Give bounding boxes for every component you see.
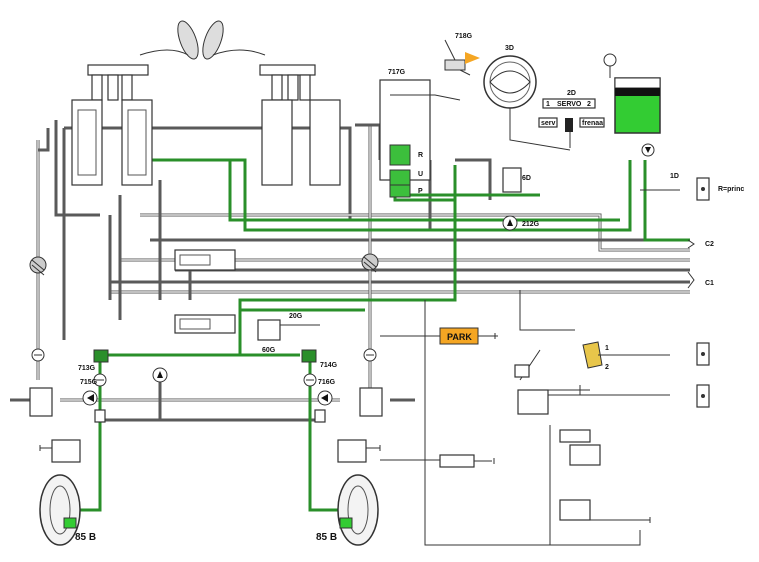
servo-selector-2d: 2D 1 SERVO 2 serv frenaa <box>538 90 605 148</box>
label-port-u: U <box>418 171 423 178</box>
gauge-icon <box>603 53 617 67</box>
switch-1d: 1D R=princ <box>640 173 744 201</box>
label-6d: 6D <box>522 175 531 182</box>
servo-label: SERVO <box>557 101 582 108</box>
label-85b-left: 85 B <box>75 532 96 543</box>
component-6d: 6D <box>502 167 531 193</box>
label-switch-2: 2 <box>605 364 609 371</box>
label-switch-1: 1 <box>605 345 609 352</box>
label-frenaa: frenaa <box>582 120 603 127</box>
label-715g: 715G <box>80 379 98 386</box>
servo-2: 2 <box>587 101 591 108</box>
master-cylinders <box>71 99 341 186</box>
gray-pipe-network <box>10 120 690 422</box>
park-indicator: PARK <box>380 327 498 345</box>
label-713g: 713G <box>78 365 96 372</box>
valves-713-716: 713G 714G 715G 716G <box>29 349 383 423</box>
switch-icon <box>582 341 603 369</box>
selector-knob-icon <box>565 118 573 132</box>
label-20g: 20G <box>289 313 303 320</box>
label-60g: 60G <box>262 347 276 354</box>
label-212g: 212G <box>522 221 540 228</box>
label-c2: C2 <box>705 241 714 248</box>
label-port-r: R <box>418 152 423 159</box>
label-1d: 1D <box>670 173 679 180</box>
label-serv: serv <box>541 120 556 127</box>
reservoir <box>603 53 661 157</box>
label-c1: C1 <box>705 280 714 287</box>
lever-718g: 718G <box>444 33 480 76</box>
label-714g: 714G <box>320 362 338 369</box>
valve-717g: 717G R U P <box>379 69 461 198</box>
switch-20g-60g: 20G 60G <box>257 313 320 354</box>
lower-switch-blocks <box>39 439 495 468</box>
servo-1: 1 <box>546 101 550 108</box>
label-716g: 716G <box>318 379 336 386</box>
green-brake-lines <box>70 158 690 512</box>
label-717g: 717G <box>388 69 406 76</box>
gauge-3d: 3D <box>483 45 571 151</box>
connectors-c1-c2: C2 C1 <box>687 239 714 289</box>
distribution-valves <box>174 249 236 334</box>
label-2d: 2D <box>567 90 576 97</box>
label-85b-right: 85 B <box>316 532 337 543</box>
label-port-p: P <box>418 188 423 195</box>
right-wheel-brake: 85 B <box>316 474 379 546</box>
label-park: PARK <box>447 332 472 342</box>
left-wheel-brake: 85 B <box>39 474 96 546</box>
component-212g: 212G <box>502 215 540 231</box>
switch-logic: 1 2 <box>424 290 710 546</box>
label-718g: 718G <box>455 33 473 40</box>
label-3d: 3D <box>505 45 514 52</box>
label-rprinc: R=princ <box>718 186 744 193</box>
pedal-assembly <box>87 20 316 101</box>
arrow-icon <box>465 52 480 64</box>
accumulators <box>29 253 379 362</box>
